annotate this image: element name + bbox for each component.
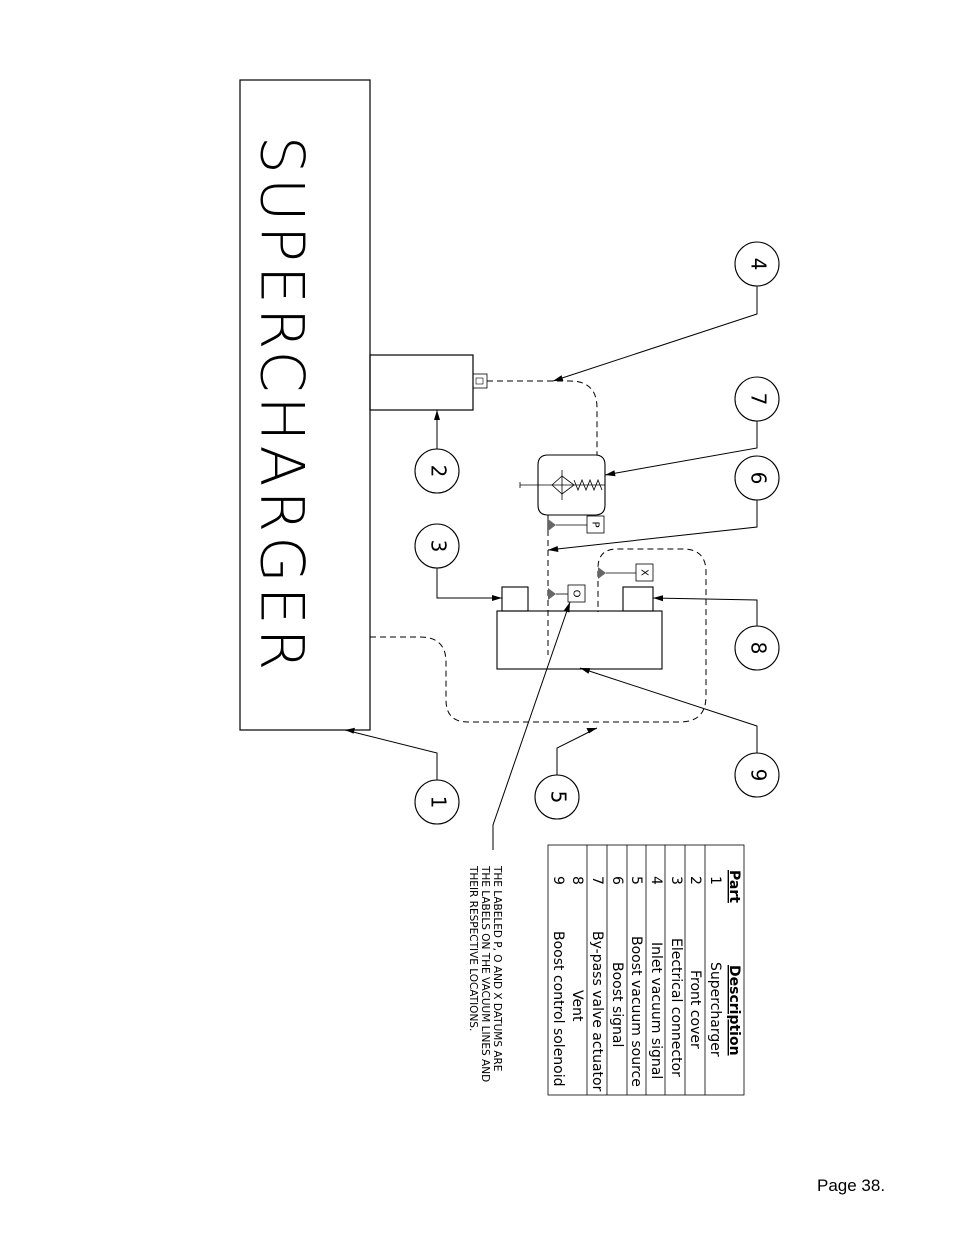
table-row-2-part: 2 (687, 876, 703, 885)
callout-circle-8 (734, 625, 780, 671)
boost-control-solenoid (496, 586, 663, 670)
marker-o-label: O (571, 590, 582, 598)
callout-label-2: 2 (427, 465, 451, 478)
table-row-5-part: 5 (628, 876, 644, 885)
note-line-2: THE LABELS ON THE VACUUM LINES AND (479, 865, 491, 1082)
callout-circle-1 (414, 779, 460, 825)
marker-o-box (567, 584, 586, 603)
table-row-4-description: Inlet vacuum signal (648, 942, 664, 1079)
callout-circle-9 (734, 752, 780, 798)
callout-circle-3 (414, 523, 460, 569)
parts-table: Part Description 1 Supercharger 2 Front … (547, 844, 745, 1096)
callout-label-8: 8 (747, 642, 771, 655)
table-row-6-part: 6 (609, 876, 625, 885)
marker-x-box (635, 563, 654, 582)
front-cover-fitting (472, 373, 488, 389)
bypass-valve-actuator (519, 454, 606, 530)
callout-label-1: 1 (427, 796, 451, 809)
table-header-part: Part (726, 870, 742, 903)
callout-label-9: 9 (747, 769, 771, 782)
table-row-8-description: Vent (569, 990, 585, 1022)
marker-p-box (586, 515, 605, 534)
table-row-5-description: Boost vacuum source (628, 936, 644, 1087)
marker-o-arrow (548, 588, 556, 600)
table-row-4-part: 4 (648, 876, 664, 885)
table-row-9-description: Boost control solenoid (550, 931, 566, 1087)
marker-x-arrow (598, 567, 606, 579)
table-row-1-description: Supercharger (707, 962, 723, 1057)
callout-label-5: 5 (547, 791, 571, 804)
leader-lines (344, 286, 758, 850)
leader-arrowheads (345, 375, 663, 734)
table-row-7-part: 7 (589, 876, 605, 885)
table-row-7-description: By-pass valve actuator (589, 931, 605, 1092)
front-cover (369, 354, 474, 411)
table-header-description: Description (726, 965, 742, 1056)
callout-circle-5 (534, 774, 580, 820)
table-row-6-description: Boost signal (609, 962, 625, 1047)
vent-body (622, 586, 654, 612)
callout-circle-4 (734, 241, 780, 287)
table-row-8-part: 8 (569, 876, 585, 885)
table-row-1-part: 1 (707, 876, 723, 885)
supercharger-title: SUPERCHARGER (247, 136, 317, 675)
note-line-3: THEIR RESPECTIVE LOCATIONS. (467, 865, 479, 1031)
marker-p-arrow (548, 519, 556, 531)
callout-label-6: 6 (747, 472, 771, 485)
page-number: Page 38. (817, 1176, 886, 1195)
callout-circle-2 (414, 448, 460, 494)
callout-circle-7 (734, 376, 780, 422)
table-row-2-description: Front cover (687, 970, 703, 1049)
callout-label-3: 3 (427, 540, 451, 553)
datum-note: THE LABELED P, O AND X DATUMS ARE THE LA… (467, 865, 503, 1082)
table-row-9-part: 9 (550, 876, 566, 885)
callout-label-4: 4 (747, 258, 771, 271)
marker-x-label: X (639, 569, 650, 576)
table-row-3-description: Electrical connector (668, 938, 684, 1077)
marker-p-label: P (590, 521, 601, 527)
callout-label-7: 7 (747, 393, 771, 406)
note-line-1: THE LABELED P, O AND X DATUMS ARE (491, 865, 503, 1071)
callout-circle-6 (734, 455, 780, 501)
electrical-connector-body (501, 586, 529, 612)
table-row-3-part: 3 (668, 876, 684, 885)
